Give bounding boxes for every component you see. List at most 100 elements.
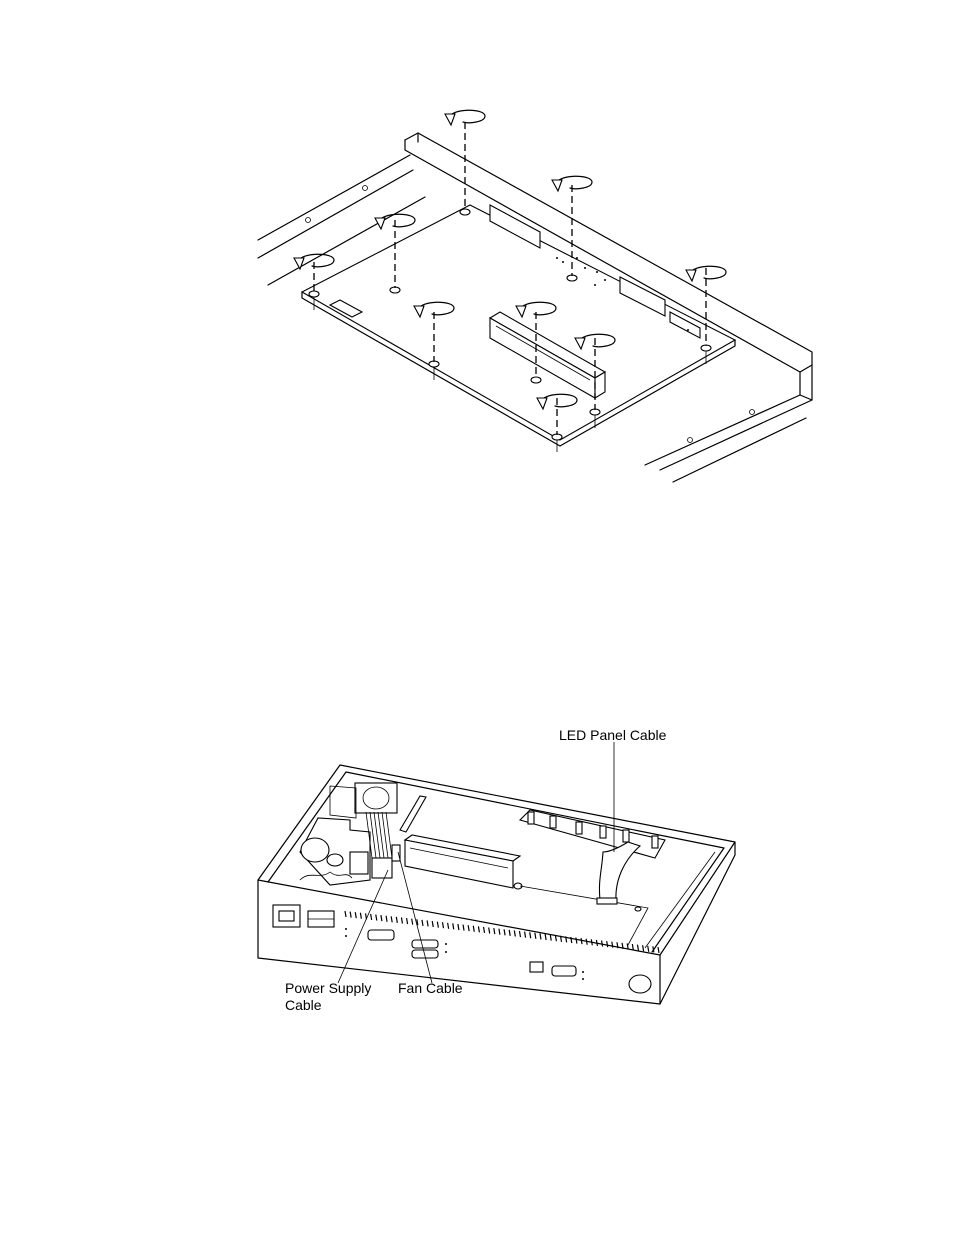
vent-slot	[576, 938, 577, 944]
power-supply	[300, 818, 370, 885]
vent-slot	[350, 912, 351, 918]
vent-slot	[468, 925, 469, 931]
vent-slot	[530, 932, 531, 938]
vent-slot	[540, 933, 541, 939]
right-wall-join	[800, 395, 812, 400]
wall-hole	[688, 438, 693, 443]
vent-slot	[442, 922, 443, 928]
chassis-right-edge	[660, 842, 735, 1004]
vent-slot	[607, 941, 608, 947]
power-supply-cable-label: Power Supply Cable	[285, 980, 371, 1014]
vent-slot	[622, 943, 623, 949]
riser-slot-top	[405, 835, 520, 861]
capacitor	[327, 854, 343, 866]
vent-slot	[550, 935, 551, 941]
board-screw	[635, 907, 641, 911]
system-board-edge	[520, 886, 648, 945]
chassis-right-wall-outer	[660, 365, 812, 470]
vent-slot	[561, 936, 562, 942]
vent-slot	[422, 920, 423, 926]
vent-slot	[427, 920, 428, 926]
vent-slot	[396, 917, 397, 923]
chassis-right-wall-top	[645, 372, 800, 465]
vent-slot	[412, 919, 413, 925]
wall-hole	[363, 186, 368, 191]
vent-slot	[437, 922, 438, 928]
serial-port	[368, 930, 394, 940]
divider-bracket	[400, 796, 426, 832]
vent-slot	[643, 945, 644, 951]
vent-slot	[432, 921, 433, 927]
board-screw	[514, 883, 522, 889]
fan-cable-label: Fan Cable	[398, 980, 463, 996]
vent-slot	[391, 916, 392, 922]
vent-slot	[417, 919, 418, 925]
vent-slot	[499, 929, 500, 935]
led-panel	[520, 810, 665, 858]
fan-connector	[392, 845, 400, 861]
vent-slot	[371, 914, 372, 920]
status-dots	[345, 928, 584, 980]
power-supply-cable-leader	[338, 870, 388, 983]
led-panel-cable	[599, 842, 640, 900]
vent-slot	[555, 935, 556, 941]
power-switch	[308, 911, 334, 927]
transformer	[301, 838, 329, 862]
led-cable-connector	[597, 898, 617, 904]
rotate-arrow-icon	[552, 176, 592, 191]
vent-slot	[381, 915, 382, 921]
vent-slot	[627, 943, 628, 949]
vent-slot	[571, 937, 572, 943]
wiring	[300, 872, 352, 880]
power-supply-cable-label-line1: Power Supply	[285, 980, 371, 997]
vent-slot	[407, 918, 408, 924]
wall-hole	[750, 410, 755, 415]
screw	[309, 291, 319, 297]
power-supply-component	[350, 852, 368, 874]
vent-slot	[448, 923, 449, 929]
vent-slot	[632, 944, 633, 950]
board-removal-figure	[0, 0, 954, 500]
back-corner	[800, 365, 812, 372]
vent-slot	[473, 926, 474, 932]
riser-slot-groove	[410, 848, 508, 868]
vent-slot	[489, 928, 490, 934]
vent-slot	[586, 939, 587, 945]
chassis-left-wall-inner	[258, 170, 413, 258]
db-port	[412, 940, 438, 948]
ventilation-slots	[345, 911, 659, 953]
vent-slot	[504, 929, 505, 935]
fan-cable-leader	[398, 852, 432, 983]
vent-slot	[525, 932, 526, 938]
rotate-arrow-icon	[294, 254, 334, 269]
power-connector	[372, 858, 392, 878]
vent-slot	[596, 940, 597, 946]
chassis-right-wall-floor	[673, 418, 806, 482]
vent-slot	[386, 916, 387, 922]
vent-slot	[453, 923, 454, 929]
chassis-inner-right	[645, 852, 715, 948]
fan-blade-ring	[363, 787, 389, 809]
vent-slot	[514, 930, 515, 936]
chassis-inner-lip	[268, 772, 724, 952]
vent-slot	[360, 913, 361, 919]
vent-slot	[458, 924, 459, 930]
power-supply-cable-bundle	[366, 812, 392, 858]
vent-slot	[345, 911, 346, 917]
riser-slot-face	[405, 840, 513, 888]
vent-slot	[376, 915, 377, 921]
front-panel-hole	[629, 975, 651, 993]
vent-slot	[653, 946, 654, 952]
screw	[531, 377, 541, 383]
vent-slot	[648, 946, 649, 952]
power-inlet	[273, 905, 300, 927]
vent-slot	[484, 927, 485, 933]
vent-slot	[509, 930, 510, 936]
power-supply-cable-label-line2: Cable	[285, 997, 371, 1014]
chassis-top-outline	[258, 765, 735, 955]
chassis-left-wall-top	[258, 155, 410, 240]
db-port	[412, 950, 438, 958]
vent-slot	[401, 917, 402, 923]
vent-slot	[617, 942, 618, 948]
